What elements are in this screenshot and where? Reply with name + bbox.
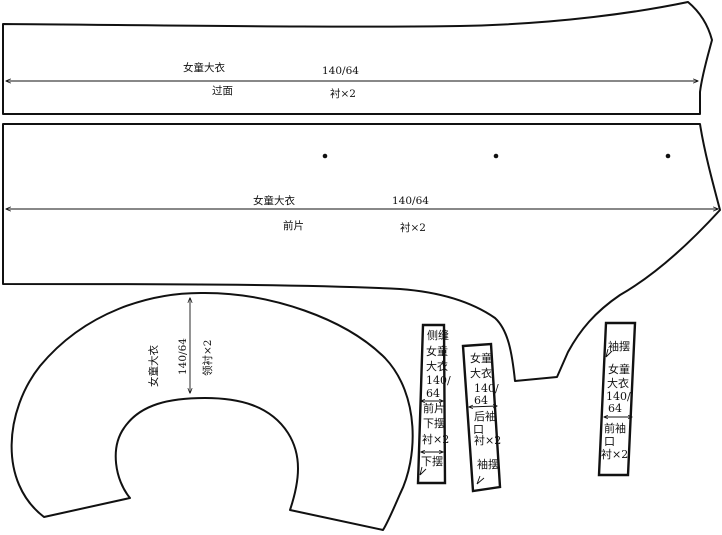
strip-front-hem-cut-note: 衬×2 [422, 433, 449, 446]
strip-front-sleeve-text: 口 [604, 435, 615, 448]
collar-piece: 女童大衣 140/64 领衬×2 [10, 291, 414, 531]
strip-front-sleeve-top-label: 袖摆 [608, 339, 630, 353]
strip-front-sleeve-text: 140/ [606, 390, 631, 403]
strip-front-sleeve-cut-note: 衬×2 [601, 448, 628, 461]
strip-front-hem-text: 下摆 [423, 416, 445, 430]
strip-front-hem-text: 前片 [423, 401, 445, 415]
strip-back-sleeve-text: 大衣 [470, 366, 492, 380]
facing-piece-outline [2, 1, 713, 115]
strip-front-hem-top-label: 侧缝 [427, 328, 449, 342]
strip-back-sleeve-text: 口 [473, 423, 484, 436]
strip-back-sleeve-text: 后袖 [474, 409, 496, 423]
front-garment-label: 女童大衣 [253, 194, 295, 207]
front-piece-outline [2, 123, 721, 382]
facing-size-label: 140/64 [322, 65, 359, 77]
strip-front-sleeve-outline [597, 321, 637, 477]
strip-front-hem-text: 140/ [426, 374, 451, 387]
strip-back-sleeve-text: 64 [474, 394, 488, 407]
front-cut-note: 衬×2 [400, 221, 426, 234]
front-size-label: 140/64 [392, 195, 429, 207]
strip-back-sleeve-grain [469, 406, 497, 407]
strip-front-hem-text: 大衣 [426, 359, 448, 373]
strip-back-sleeve-outline [461, 342, 502, 493]
strip-back-sleeve: 女童 大衣 140/ 64 后袖 口 衬×2 袖摆 [461, 342, 502, 493]
button-mark-dot [665, 153, 671, 159]
strip-front-hem-text: 64 [426, 387, 440, 400]
strip-front-hem-bottom-label: 下摆 [421, 454, 443, 468]
strip-front-sleeve-text: 女童 [608, 362, 630, 376]
strip-back-sleeve-corner-mark [476, 475, 485, 485]
strip-front-sleeve-text: 64 [608, 402, 622, 415]
facing-piece-name: 过面 [212, 84, 233, 97]
facing-garment-label: 女童大衣 [183, 61, 225, 74]
strip-front-sleeve-text: 前袖 [604, 421, 626, 435]
strip-front-hem-outline [416, 323, 447, 485]
strip-front-sleeve-text: 大衣 [607, 376, 629, 390]
button-mark-dot [493, 153, 499, 159]
strip-back-sleeve-cut-note: 衬×2 [474, 434, 501, 447]
collar-piece-outline [10, 291, 414, 531]
strip-front-sleeve: 袖摆 女童 大衣 140/ 64 前袖 口 衬×2 [597, 321, 637, 477]
button-mark-dot [322, 153, 328, 159]
facing-cut-note: 衬×2 [330, 87, 356, 100]
strip-front-hem-corner-mark [419, 466, 427, 476]
strip-front-hem: 侧缝 女童 大衣 140/ 64 前片 下摆 衬×2 下摆 [416, 323, 451, 485]
strip-front-hem-text: 女童 [426, 344, 448, 358]
front-piece-name: 前片 [283, 219, 304, 232]
collar-garment-label: 女童大衣 [147, 345, 160, 387]
front-piece: 女童大衣 140/64 前片 衬×2 [2, 123, 721, 382]
strip-back-sleeve-text: 140/ [474, 382, 499, 395]
strip-front-sleeve-corner-mark [605, 348, 613, 358]
strip-back-sleeve-text: 女童 [470, 351, 492, 365]
facing-piece: 女童大衣 140/64 过面 衬×2 [2, 1, 713, 115]
strip-back-sleeve-bottom-label: 袖摆 [477, 457, 499, 471]
collar-size-label: 140/64 [177, 338, 189, 375]
collar-cut-note: 领衬×2 [201, 340, 214, 376]
